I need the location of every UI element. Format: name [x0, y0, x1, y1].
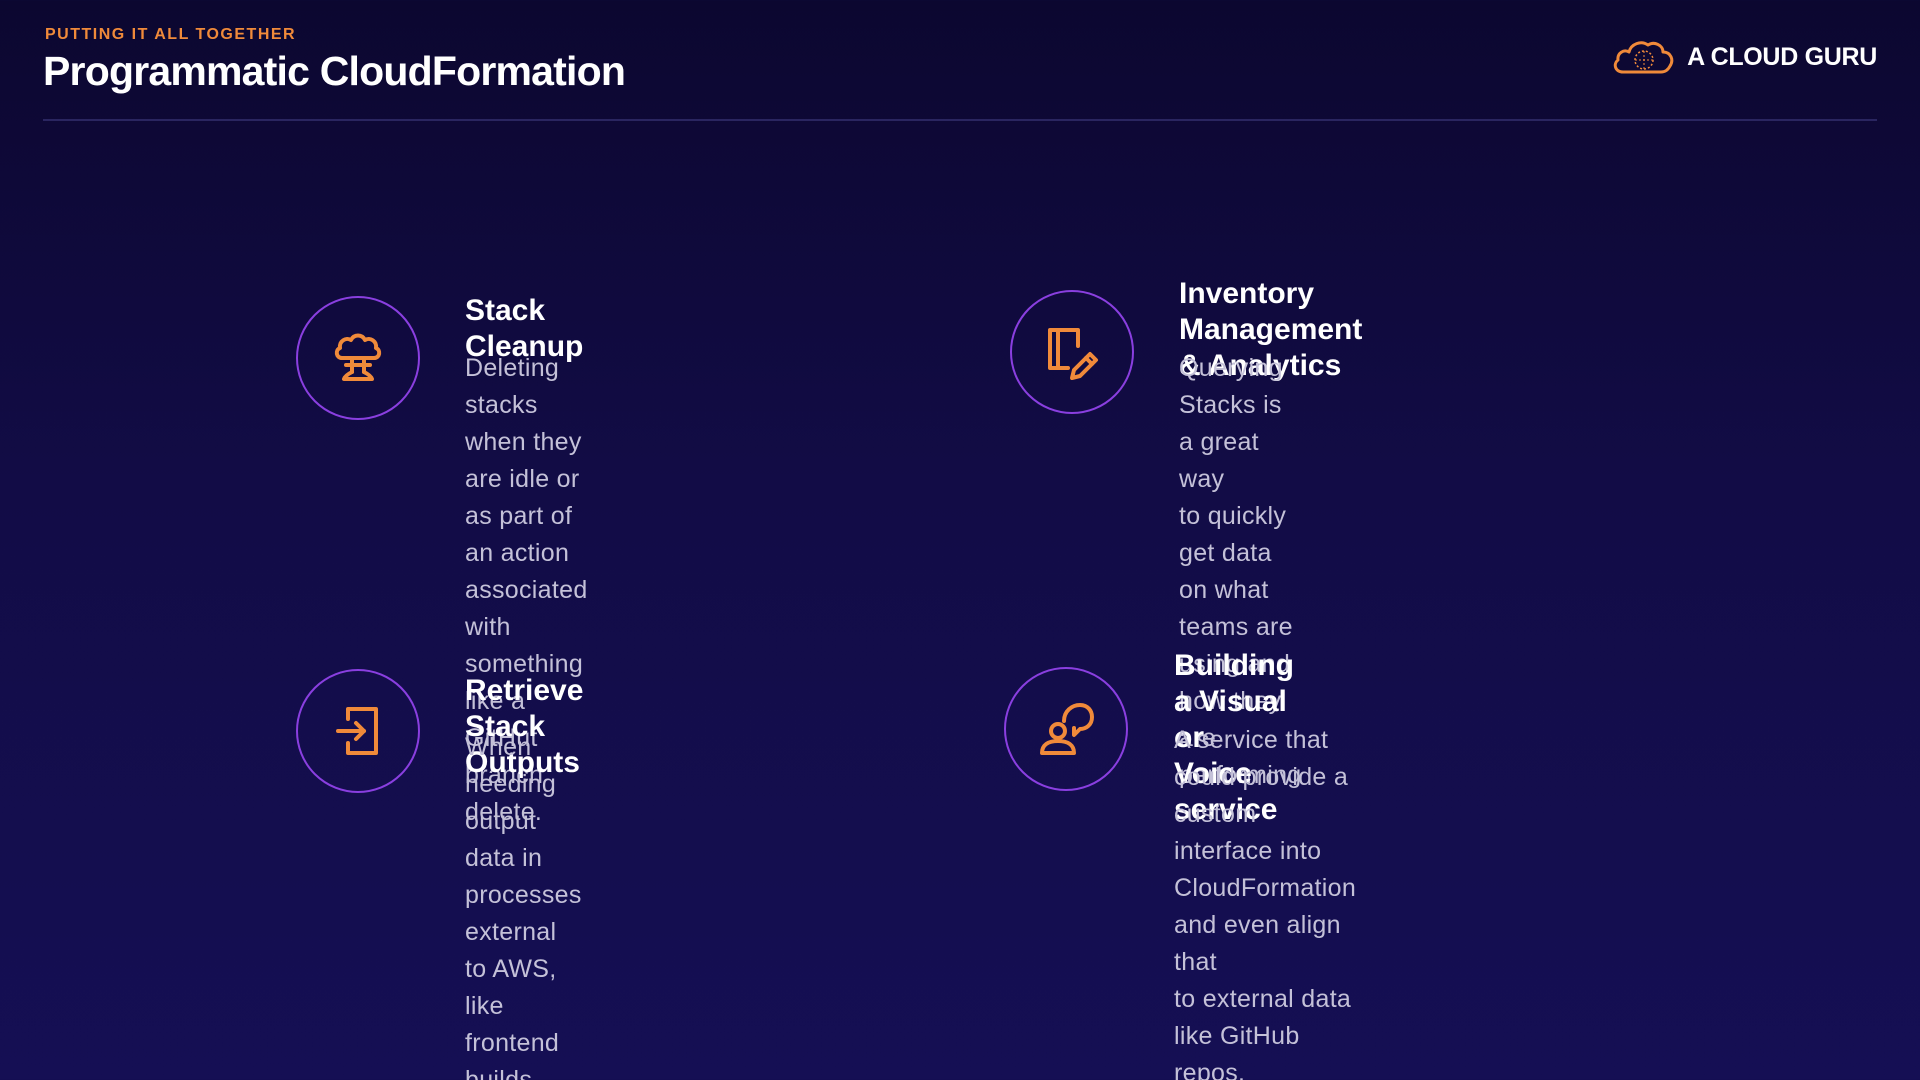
feature-description: Querying Stacks is a great way to quickl…	[1179, 354, 1302, 789]
feature-description: A service that could provide a custom in…	[1174, 726, 1357, 1080]
feature-description: Deleting stacks when they are idle or as…	[465, 354, 588, 826]
user-speech-icon	[1004, 667, 1128, 791]
feature-title: Inventory Management & Analytics	[1179, 277, 1363, 382]
brand-logo: A CLOUD GURU	[1611, 38, 1877, 76]
header-divider	[43, 119, 1877, 121]
feature-title: Stack Cleanup	[465, 294, 584, 363]
feature-description: When needing output data in processes ex…	[465, 733, 582, 1080]
feature-title: Retrieve Stack Outputs	[465, 674, 584, 779]
feature-title: Building a Visual or Voice service	[1174, 649, 1294, 826]
eyebrow-label: PUTTING IT ALL TOGETHER	[45, 26, 297, 43]
brand-name: A CLOUD GURU	[1687, 42, 1877, 71]
document-edit-icon	[1010, 290, 1134, 414]
page-title: Programmatic CloudFormation	[43, 48, 626, 94]
mushroom-cloud-icon	[296, 296, 420, 420]
cloud-logo-icon	[1611, 38, 1675, 76]
sign-in-icon	[296, 669, 420, 793]
